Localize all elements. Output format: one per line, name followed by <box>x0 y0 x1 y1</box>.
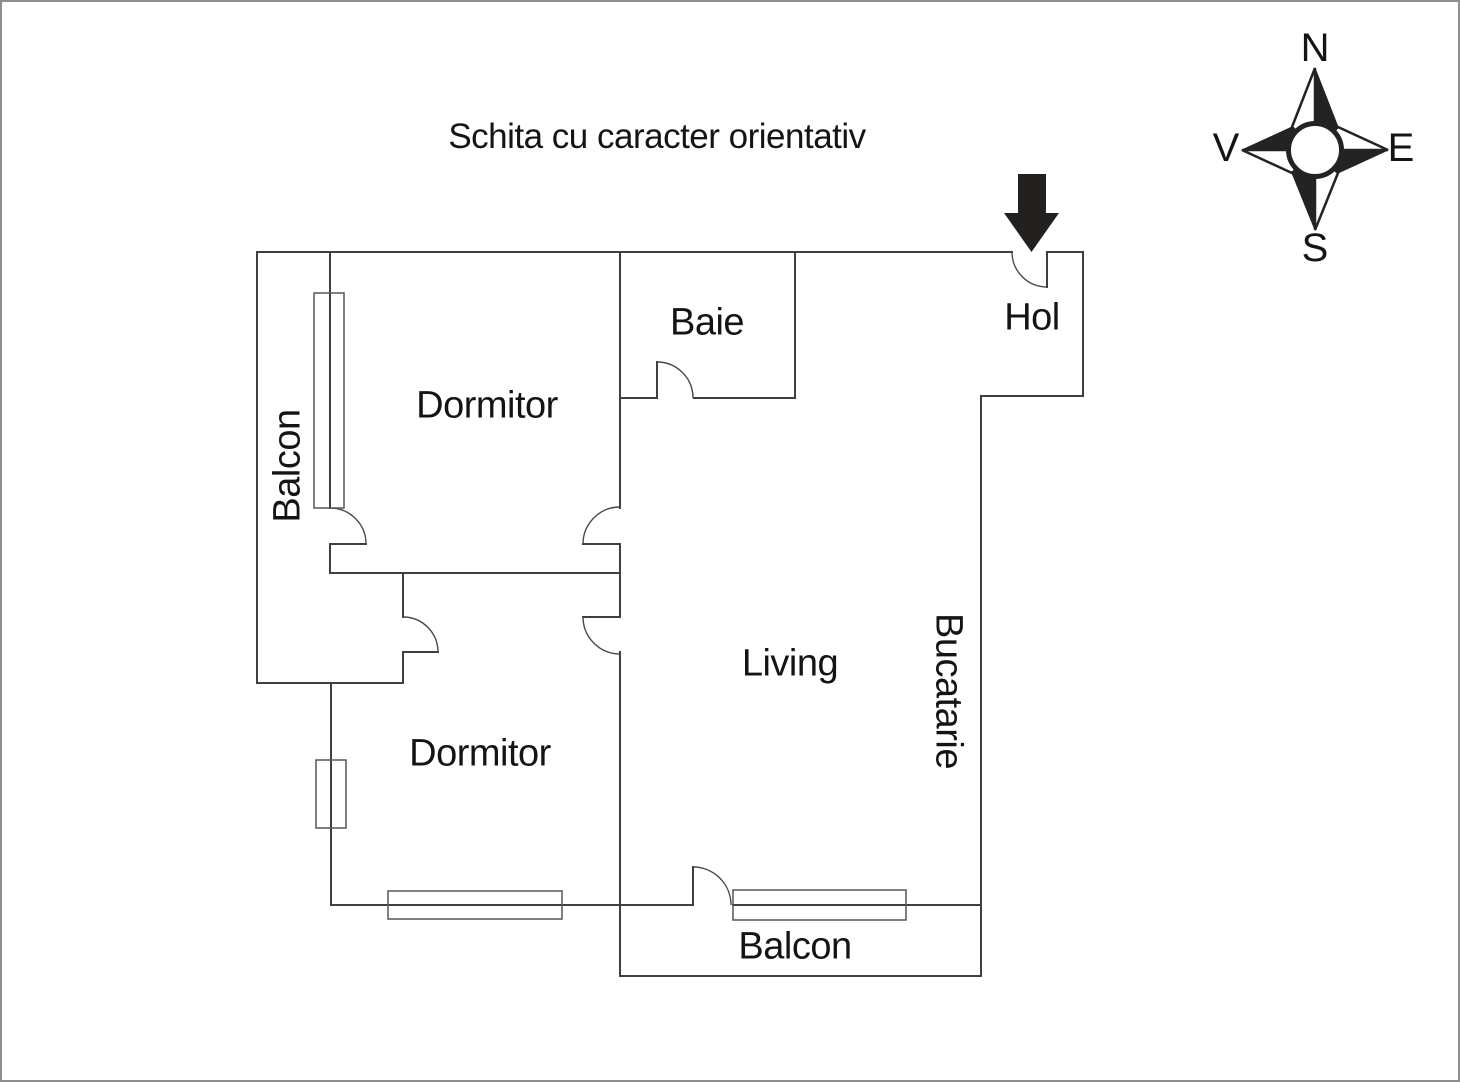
compass-label-south: S <box>1302 226 1329 270</box>
room-label-living: Living <box>741 642 839 685</box>
wall-lines <box>256 251 1084 977</box>
room-label-balcon-bottom: Balcon <box>738 925 852 968</box>
room-label-baie: Baie <box>669 301 745 344</box>
window-symbol-dormitor-bottom <box>387 890 563 920</box>
window-symbols <box>313 292 907 921</box>
plan-title: Schita cu caracter orientativ <box>448 117 866 156</box>
window-symbol-balcony-left <box>313 292 345 509</box>
compass-label-north: N <box>1301 26 1330 70</box>
door-leaf-lines <box>329 251 1048 906</box>
window-symbol-dormitor-left <box>315 759 347 829</box>
room-label-hol: Hol <box>1004 296 1060 339</box>
entrance-arrow-icon <box>1004 174 1059 252</box>
compass-rose-icon: N E S V <box>1213 26 1415 270</box>
room-label-dormitor-top: Dormitor <box>416 384 558 427</box>
window-symbol-living-bottom <box>732 889 907 921</box>
compass-center-circle <box>1286 121 1344 179</box>
compass-label-west: V <box>1213 126 1240 170</box>
room-label-balcon-left: Balcon <box>266 409 309 523</box>
compass-label-east: E <box>1388 126 1415 170</box>
room-label-bucatarie: Bucatarie <box>927 612 970 770</box>
room-label-dormitor-bottom: Dormitor <box>409 732 551 775</box>
door-swing-arcs <box>329 251 1048 906</box>
